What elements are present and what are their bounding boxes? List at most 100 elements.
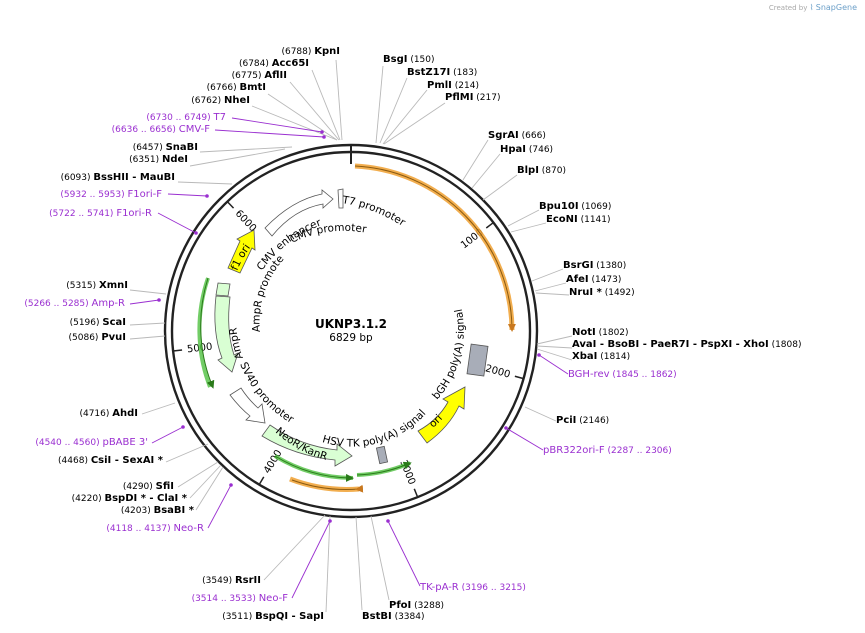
feature-arrows <box>214 188 489 467</box>
site-name: Bpu10I <box>539 201 579 212</box>
primer-label: (4118 .. 4137) Neo-R <box>106 523 204 534</box>
orf-arc-2-line <box>291 479 364 493</box>
site-leader-line <box>379 77 408 144</box>
site-position: (4220) <box>72 494 105 504</box>
site-leader-line <box>189 464 222 499</box>
primer-position: (6730 .. 6749) <box>146 113 213 123</box>
primer-name: pBABE 3' <box>102 437 148 448</box>
site-name: AhdI <box>112 408 138 419</box>
site-position: (666) <box>519 131 546 141</box>
restriction-site: PflMI (217) <box>445 92 500 103</box>
site-name: NheI <box>224 95 250 106</box>
primer-site-mark <box>322 135 326 139</box>
orf-arcs <box>197 163 516 493</box>
primer-site-mark <box>229 483 233 487</box>
primer-leader-line <box>207 484 232 529</box>
site-position: (6762) <box>191 96 224 106</box>
site-leader-line <box>267 93 338 141</box>
site-name: Acc65I <box>272 58 309 69</box>
restriction-site: (5086) PvuI <box>69 332 126 343</box>
site-name: CsiI - SexAI * <box>91 455 164 466</box>
restriction-site: (4290) SfiI <box>123 481 174 492</box>
tick-mark <box>258 476 265 486</box>
orf-arc-4-line <box>274 455 354 482</box>
primer-name: CMV-F <box>179 124 210 135</box>
primer-leader-line <box>505 427 544 451</box>
site-leader-line <box>531 268 564 282</box>
snapgene-credit: Created by ⌇ SnapGene <box>769 3 857 12</box>
site-position: (6788) <box>281 47 314 57</box>
primer-name: BGH-rev <box>568 369 610 380</box>
site-position: (5086) <box>69 333 102 343</box>
site-position: (3288) <box>411 601 444 611</box>
primer-site-mark <box>386 519 390 523</box>
site-leader-line <box>383 102 446 145</box>
site-position: (2146) <box>576 416 609 426</box>
site-position: (3384) <box>392 612 425 622</box>
site-leader-line <box>311 69 341 141</box>
site-position: (1380) <box>593 261 626 271</box>
restriction-site: (6093) BssHII - MauBI <box>61 172 175 183</box>
primer-site-mark <box>181 425 185 429</box>
restriction-site: (6766) BmtI <box>207 82 266 93</box>
ampr-arrow <box>214 295 239 373</box>
primer-site-mark <box>194 231 198 235</box>
credit-prefix: Created by <box>768 4 808 12</box>
restriction-site: PmlI (214) <box>427 80 479 91</box>
primer-leader-line <box>538 354 569 375</box>
plasmid-size: 6829 bp <box>329 332 373 344</box>
site-name: EcoNI <box>546 214 578 225</box>
site-leader-line <box>129 322 166 326</box>
primer-label: (5266 .. 5285) Amp-R <box>24 298 125 309</box>
site-position: (217) <box>473 93 500 103</box>
site-leader-line <box>325 515 331 613</box>
site-position: (1473) <box>589 275 622 285</box>
primer-position: (5266 .. 5285) <box>24 299 91 309</box>
site-name: NotI <box>572 327 596 338</box>
site-leader-line <box>482 174 518 201</box>
site-leader-line <box>355 516 363 611</box>
site-name: NruI * <box>569 287 603 298</box>
site-leader-line <box>289 81 340 141</box>
restriction-site: PfoI (3288) <box>389 600 444 611</box>
site-leader-line <box>199 146 293 153</box>
neor-arrow <box>261 424 353 467</box>
primer-label: (6730 .. 6749) T7 <box>146 112 226 123</box>
label-cmv-enhancer: CMV enhancer <box>255 216 324 272</box>
site-position: (3511) <box>222 612 255 622</box>
site-name: BspQI - SapI <box>255 611 324 622</box>
hsv-tk-polya-box <box>375 445 389 465</box>
primer-leader-line <box>151 426 184 444</box>
primer-position: (5722 .. 5741) <box>49 209 116 219</box>
restriction-site: (5196) ScaI <box>70 317 126 328</box>
site-leader-line <box>375 65 384 144</box>
site-position: (4203) <box>121 506 154 516</box>
primer-leader-line <box>231 117 323 133</box>
site-leader-line <box>534 282 567 292</box>
site-position: (6784) <box>239 59 272 69</box>
site-position: (4290) <box>123 482 156 492</box>
site-leader-line <box>195 466 224 511</box>
site-name: XmnI <box>99 280 128 291</box>
restriction-site: BlpI (870) <box>517 165 566 176</box>
restriction-site: (4220) BspDI * - ClaI * <box>72 493 188 504</box>
site-position: (214) <box>452 81 479 91</box>
restriction-site: BsgI (150) <box>383 54 435 65</box>
restriction-site: (4716) AhdI <box>79 408 138 419</box>
site-position: (183) <box>450 68 477 78</box>
label-ampr-promoter: AmpR promoter <box>0 0 286 333</box>
restriction-site: HpaI (746) <box>500 144 553 155</box>
site-leader-line <box>370 515 390 601</box>
restriction-site: NotI (1802) <box>572 327 629 338</box>
primer-site-mark <box>537 353 541 357</box>
restriction-site: NruI * (1492) <box>569 287 635 298</box>
primer-label: (5932 .. 5953) F1ori-F <box>60 189 162 200</box>
ori-arrow <box>417 386 466 444</box>
primer-position: (4540 .. 4560) <box>35 438 102 448</box>
restriction-site: (5315) XmnI <box>66 280 128 291</box>
primer-leader-line <box>129 299 160 305</box>
site-leader-line <box>471 153 501 189</box>
site-position: (1492) <box>602 288 635 298</box>
site-name: BstBI <box>362 611 392 622</box>
